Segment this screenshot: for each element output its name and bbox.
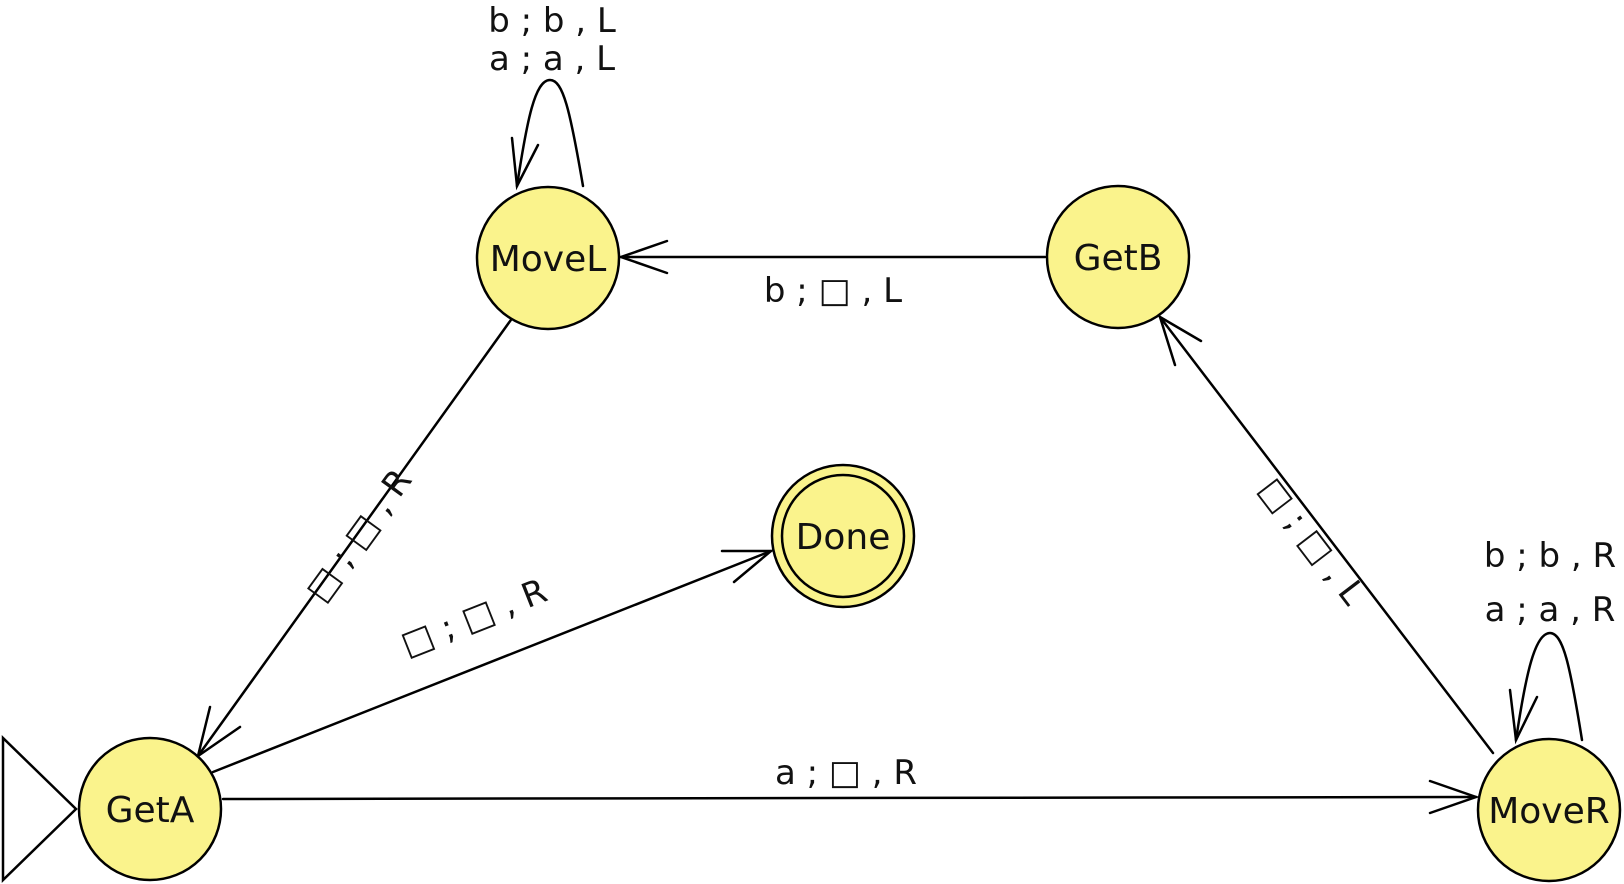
transition-movel-to-geta: □ ; □ , R [196, 315, 515, 759]
state-geta[interactable]: GetA [77, 736, 223, 882]
state-inner-circle [780, 473, 906, 599]
state-label: GetB [1074, 238, 1163, 279]
edge-line [515, 78, 585, 188]
edge-label: a ; a , R [1485, 590, 1616, 630]
state-label: MoveL [490, 239, 607, 280]
state-circle [475, 185, 621, 331]
state-label: Done [796, 517, 891, 558]
edge-line [196, 315, 515, 758]
edge-label: b ; □ , L [764, 271, 902, 311]
edge-label: □ ; □ , L [1251, 470, 1373, 612]
edge-label: b ; b , L [488, 1, 616, 41]
arrowhead [1508, 688, 1539, 745]
state-movel[interactable]: MoveL [475, 185, 621, 331]
transition-mover-self-loop: b ; b , R a ; a , R [1484, 536, 1616, 745]
edge-label: □ ; □ , R [298, 462, 421, 610]
transition-geta-to-mover: a ; □ , R [221, 753, 1480, 815]
edge-line [1158, 315, 1495, 755]
transition-mover-to-getb: □ ; □ , L [1157, 314, 1495, 755]
state-mover[interactable]: MoveR [1476, 737, 1622, 883]
states: MoveL GetB Done GetA MoveR [77, 184, 1622, 883]
arrowhead [1157, 314, 1203, 367]
state-getb[interactable]: GetB [1045, 184, 1191, 330]
edge-line [1514, 631, 1584, 742]
transition-movel-self-loop: b ; b , L a ; a , L [488, 1, 616, 191]
transition-getb-to-movel: b ; □ , L [617, 239, 1047, 311]
state-label: GetA [106, 790, 195, 831]
state-circle [77, 736, 223, 882]
arrowhead [617, 239, 669, 275]
edge-label: □ ; □ , R [395, 571, 552, 665]
edge-label: b ; b , R [1484, 536, 1616, 576]
edge-label: a ; a , L [489, 39, 615, 79]
edge-line [221, 795, 1478, 801]
state-label: MoveR [1488, 791, 1610, 832]
state-circle [1045, 184, 1191, 330]
arrowhead [510, 136, 540, 191]
state-circle [1476, 737, 1622, 883]
edges: b ; b , L a ; a , L b ; □ , L □ ; □ , R … [196, 1, 1616, 815]
transition-geta-to-done: □ ; □ , R [211, 549, 775, 774]
arrowhead [720, 549, 775, 584]
initial-state-triangle-icon [1, 735, 78, 883]
arrowhead [1428, 779, 1480, 815]
state-done[interactable]: Done [770, 463, 916, 609]
edge-label: a ; □ , R [775, 753, 917, 793]
edge-line [211, 549, 773, 774]
